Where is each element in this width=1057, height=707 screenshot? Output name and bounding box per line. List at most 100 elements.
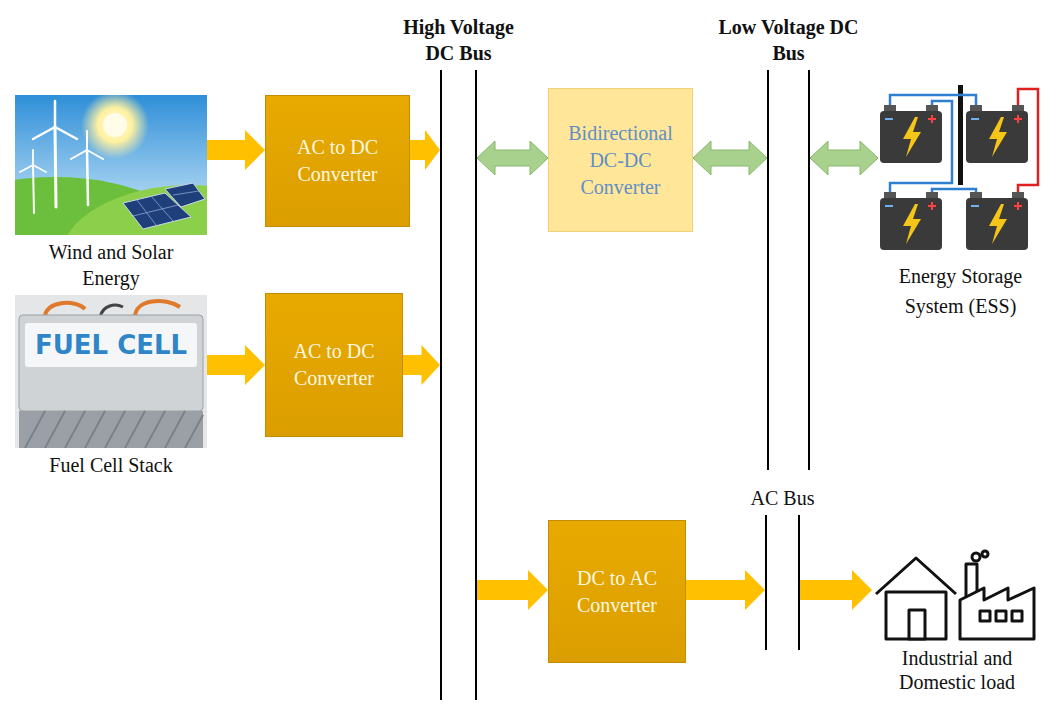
bus-label: AC Bus <box>733 485 833 511</box>
illustration-part <box>958 85 963 185</box>
bus-label-holder: Low Voltage DC Bus <box>701 14 876 66</box>
box-label: DC to AC Converter <box>559 565 675 619</box>
illustration-part <box>185 415 203 448</box>
converter-box: DC to AC Converter <box>548 520 686 663</box>
illustration-part <box>86 131 88 150</box>
illustration-part <box>133 205 178 216</box>
illustration-part <box>25 411 45 448</box>
illustration-part <box>960 588 1034 639</box>
illustration-part <box>25 411 203 448</box>
illustration-part <box>971 205 979 207</box>
illustration-part <box>932 189 976 198</box>
illustration-part <box>15 295 207 448</box>
dc-bus: Low Voltage DC Bus <box>767 70 810 470</box>
illustration-part <box>970 105 982 112</box>
box-label: AC to DC Converter <box>276 338 392 392</box>
power-flow-arrow <box>207 345 265 385</box>
illustration-part <box>32 150 34 165</box>
illustration-part <box>81 95 149 159</box>
illustration-part <box>125 411 145 448</box>
caption-label: Energy Storage System (ESS) <box>878 261 1043 321</box>
illustration-part <box>931 202 933 210</box>
illustration-part <box>971 118 979 120</box>
bus-label: High Voltage DC Bus <box>391 14 526 66</box>
illustration-part <box>972 553 980 561</box>
illustration-part <box>1012 611 1022 621</box>
illustration-part <box>989 117 1007 157</box>
illustration-part <box>20 101 103 213</box>
source-illustration: Fuel Cell Stack <box>15 295 207 478</box>
photo-text: FUEL CELL <box>25 325 197 365</box>
illustration-part <box>25 323 197 367</box>
illustration-part <box>87 150 88 205</box>
illustration-part <box>133 191 199 225</box>
caption-label: Wind and Solar Energy <box>26 239 196 291</box>
box-label: AC to DC Converter <box>276 134 399 188</box>
illustration-part <box>1017 115 1019 123</box>
illustration-space <box>15 95 207 235</box>
illustration-part <box>989 204 1007 244</box>
bus-label-holder: AC Bus <box>733 485 833 511</box>
illustration-part <box>996 611 1006 621</box>
illustration-part <box>966 111 1028 163</box>
illustration-part <box>165 411 185 448</box>
illustration-part <box>884 105 896 112</box>
illustration-part <box>886 592 946 639</box>
caption-label: Industrial and Domestic load <box>872 646 1042 694</box>
illustration-part <box>54 101 57 127</box>
illustration-part <box>884 192 896 199</box>
battery-bank-illustration <box>878 85 1043 257</box>
illustration-part <box>880 198 942 250</box>
bidirectional-arrow <box>693 141 767 175</box>
converter-box: AC to DC Converter <box>265 95 410 227</box>
bidirectional-arrow <box>477 141 548 175</box>
illustration-space <box>15 295 207 448</box>
illustration-part <box>105 411 125 448</box>
power-flow-arrow <box>403 345 440 385</box>
dc-bus: High Voltage DC Bus <box>440 70 477 700</box>
illustration-part <box>165 183 205 207</box>
illustration-part <box>885 115 1022 210</box>
illustration-part <box>85 411 105 448</box>
bus-label-holder: High Voltage DC Bus <box>391 14 526 66</box>
illustration-part <box>45 411 65 448</box>
illustration-part <box>103 113 127 137</box>
illustration-space <box>872 548 1042 642</box>
illustration-part <box>20 165 33 172</box>
illustration-part <box>903 117 921 157</box>
illustration-part <box>55 127 56 207</box>
illustration-part <box>19 411 203 448</box>
illustration-part <box>33 127 55 139</box>
bus-label: Low Voltage DC Bus <box>701 14 876 66</box>
illustration-part <box>970 192 982 199</box>
illustration-part <box>880 111 1028 250</box>
power-flow-arrow <box>686 570 765 610</box>
power-flow-arrow <box>800 570 872 610</box>
illustration-part <box>87 150 103 159</box>
illustration-part <box>980 611 990 621</box>
illustration-part <box>926 105 938 112</box>
illustration-part <box>1012 192 1024 199</box>
power-flow-arrow <box>477 570 548 610</box>
power-flow-arrow <box>410 130 440 170</box>
converter-box: Bidirectional DC-DC Converter <box>548 88 693 232</box>
illustration-part <box>982 551 988 557</box>
illustration-part <box>931 115 933 123</box>
illustration-part <box>19 315 203 411</box>
illustration-part <box>33 165 34 213</box>
illustration-part <box>903 117 1007 244</box>
illustration-part <box>966 198 1028 250</box>
illustration-part <box>173 191 199 195</box>
ac-bus: AC Bus <box>765 515 800 650</box>
illustration-part <box>71 150 87 159</box>
box-label: Bidirectional DC-DC Converter <box>559 120 682 201</box>
illustration-part <box>903 204 921 244</box>
illustration-part <box>876 551 1034 639</box>
fuel-cell-illustration <box>15 295 207 448</box>
illustration-part <box>876 558 956 594</box>
caption-label: Fuel Cell Stack <box>16 452 206 478</box>
load-icon <box>872 548 1042 642</box>
bidirectional-arrow <box>810 141 878 175</box>
illustration-part <box>885 205 893 207</box>
